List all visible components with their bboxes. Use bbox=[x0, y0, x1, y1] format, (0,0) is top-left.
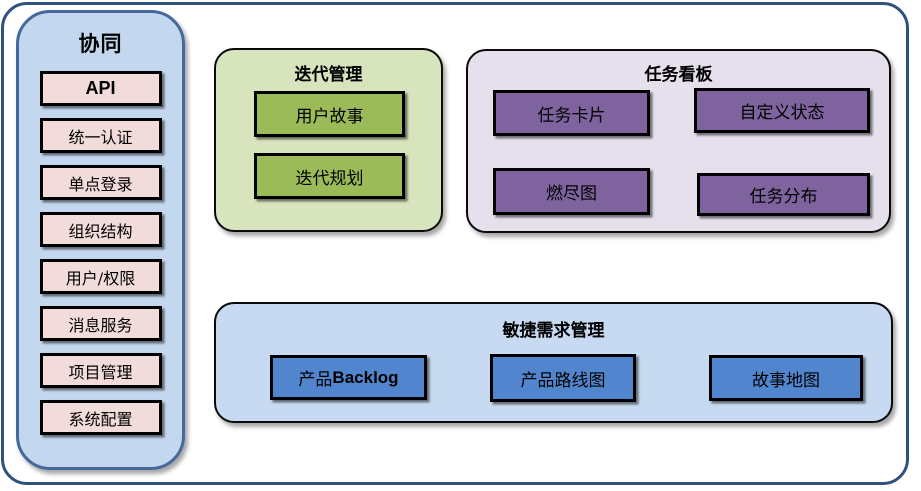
box-story-map-label: 故事地图 bbox=[752, 370, 820, 391]
collaboration-panel-title: 协同 bbox=[78, 33, 123, 56]
box-system-config: 系统配置 bbox=[39, 400, 162, 435]
collaboration-panel: 协同 API 统一认证 单点登录 组织结构 用户/权限 消息服务 项目管理 系统… bbox=[16, 10, 185, 470]
task-kanban-panel: 任务看板 任务卡片 自定义状态 燃尽图 任务分布 bbox=[466, 49, 891, 233]
box-product-backlog-zh: 产品 bbox=[298, 370, 333, 390]
iteration-management-title: 迭代管理 bbox=[294, 65, 363, 84]
collaboration-items: API 统一认证 单点登录 组织结构 用户/权限 消息服务 项目管理 系统配置 bbox=[39, 71, 162, 435]
box-task-distribution: 任务分布 bbox=[697, 173, 870, 216]
box-user-permission: 用户/权限 bbox=[39, 259, 162, 294]
box-product-backlog-en: Backlog bbox=[332, 367, 399, 387]
outer-frame bbox=[1, 2, 909, 485]
iteration-management-panel: 迭代管理 用户故事 迭代规划 bbox=[214, 48, 443, 232]
task-kanban-title: 任务看板 bbox=[644, 65, 713, 84]
box-user-story: 用户故事 bbox=[254, 91, 405, 137]
box-custom-status: 自定义状态 bbox=[694, 88, 870, 133]
box-message-service: 消息服务 bbox=[39, 306, 162, 341]
box-burndown-chart: 燃尽图 bbox=[493, 168, 650, 215]
box-task-card: 任务卡片 bbox=[493, 90, 650, 136]
box-iteration-planning: 迭代规划 bbox=[254, 153, 405, 199]
box-product-roadmap: 产品路线图 bbox=[490, 354, 636, 402]
box-unified-auth: 统一认证 bbox=[39, 118, 162, 153]
box-org-structure: 组织结构 bbox=[39, 212, 162, 247]
box-project-management: 项目管理 bbox=[39, 353, 162, 388]
box-product-roadmap-label: 产品路线图 bbox=[520, 370, 606, 391]
box-single-sign-on: 单点登录 bbox=[39, 165, 162, 200]
agile-requirement-title: 敏捷需求管理 bbox=[502, 321, 605, 340]
box-story-map: 故事地图 bbox=[709, 355, 863, 401]
box-api: API bbox=[39, 71, 162, 106]
